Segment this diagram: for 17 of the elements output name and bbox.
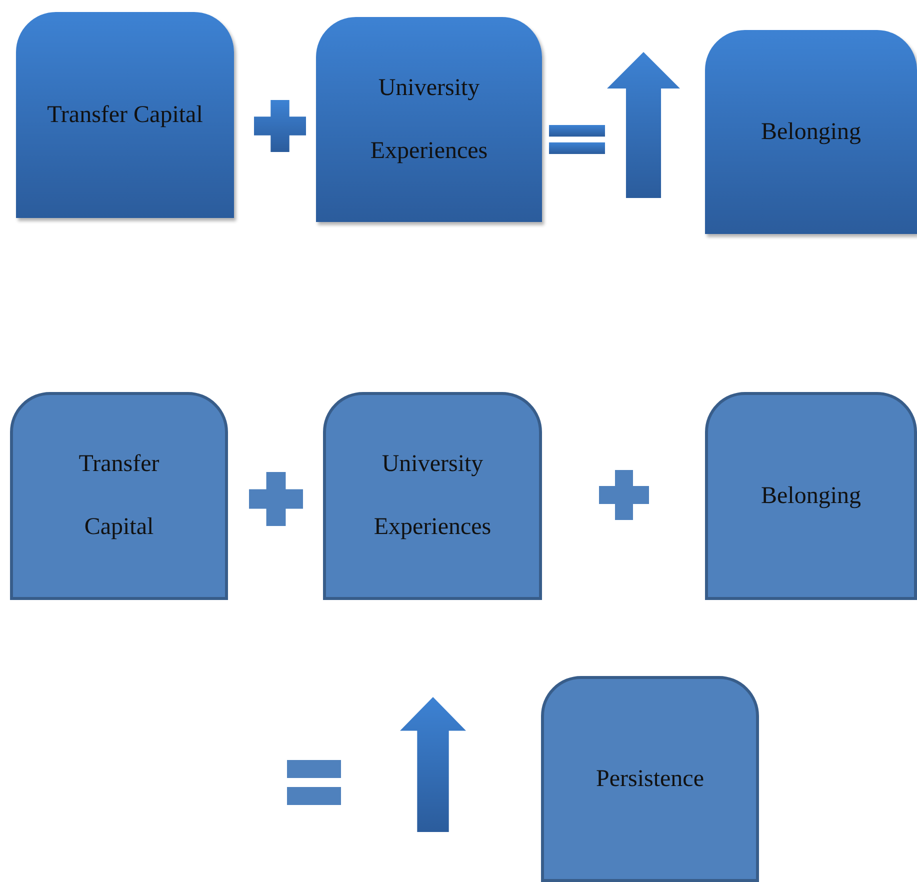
box-label: Capital xyxy=(84,513,154,542)
box-label: Transfer xyxy=(78,450,160,479)
rounded-box xyxy=(323,392,542,600)
box-label: Persistence xyxy=(596,764,704,794)
box-label: Experiences xyxy=(370,136,488,166)
box-label: Belonging xyxy=(761,118,861,146)
box-label: University xyxy=(378,74,480,102)
rounded-box xyxy=(10,392,228,600)
rounded-box xyxy=(705,392,917,600)
rounded-box xyxy=(316,17,542,222)
box-label: University xyxy=(382,450,484,479)
box-label: Transfer Capital xyxy=(47,100,203,130)
box-label: Belonging xyxy=(761,482,861,510)
rounded-box xyxy=(16,12,234,218)
rounded-box xyxy=(705,30,917,234)
box-label: Experiences xyxy=(374,513,492,542)
rounded-box xyxy=(541,676,759,882)
